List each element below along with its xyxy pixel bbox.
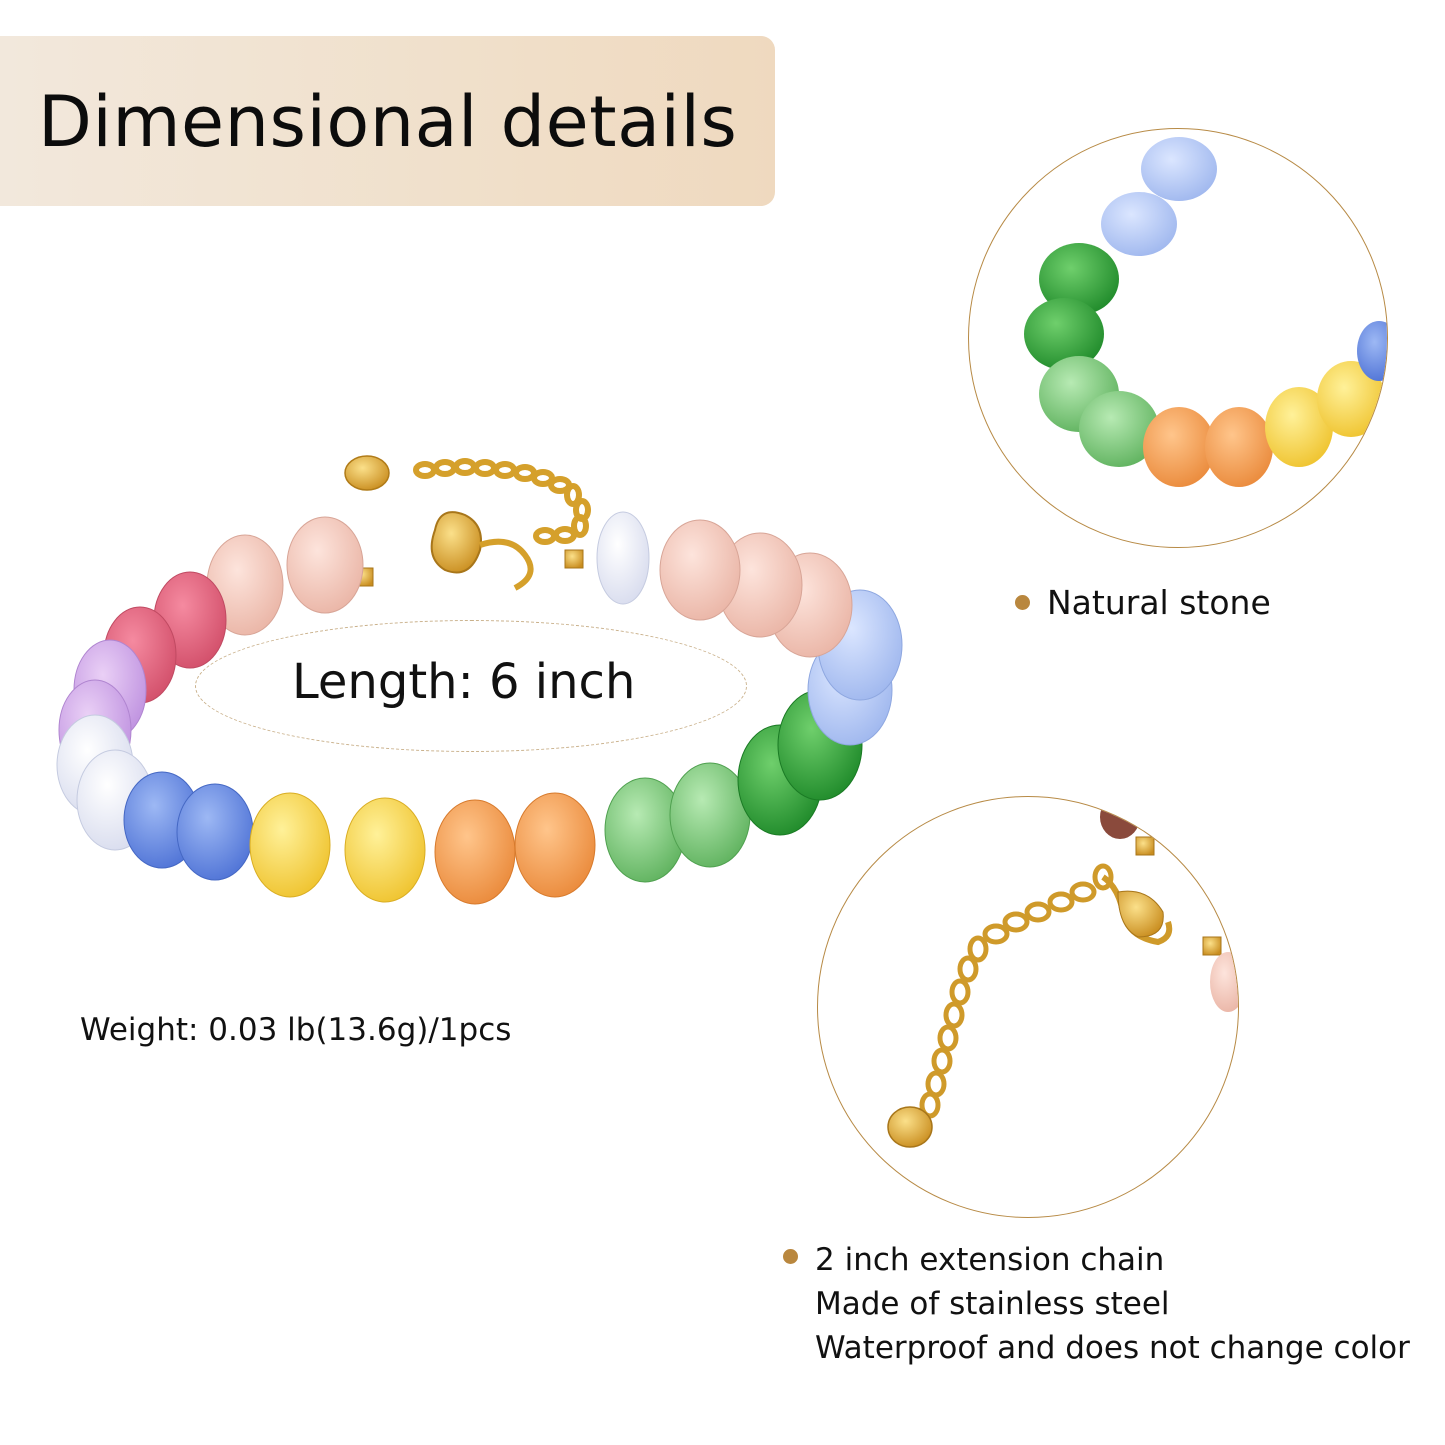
- chain-bullet-icon: [783, 1249, 798, 1264]
- title-banner: [0, 36, 775, 206]
- chain-feature-line: 2 inch extension chain: [815, 1242, 1165, 1278]
- chain-feature-line: Waterproof and does not change color: [815, 1330, 1410, 1366]
- stone-feature-label: Natural stone: [1047, 583, 1271, 622]
- bracelet-image: [56, 455, 903, 905]
- weight-label: Weight: 0.03 lb(13.6g)/1pcs: [80, 1012, 512, 1048]
- stone-detail-circle: [968, 128, 1388, 548]
- chain-feature-line: Made of stainless steel: [815, 1286, 1170, 1322]
- chain-detail-circle: [817, 796, 1239, 1218]
- chain-feature-text: 2 inch extension chain Made of stainless…: [815, 1238, 1410, 1370]
- length-ellipse: [195, 620, 747, 752]
- page-title: Dimensional details: [38, 81, 738, 163]
- stone-closeup-image: [1024, 137, 1387, 487]
- length-label: Length: 6 inch: [292, 654, 636, 710]
- chain-closeup-image: [887, 797, 1238, 1148]
- stone-bullet-icon: [1015, 595, 1030, 610]
